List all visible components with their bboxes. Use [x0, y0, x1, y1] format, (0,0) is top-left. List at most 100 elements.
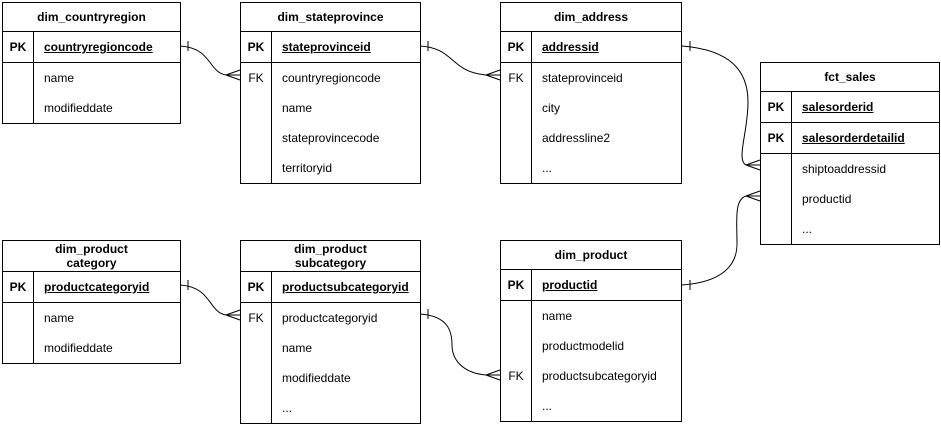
table-row: PK salesorderdetailid [761, 123, 939, 154]
connector-category-subcategory[interactable] [179, 280, 241, 321]
cardinality-many-foot [485, 69, 501, 81]
connector-subcategory-product[interactable] [419, 309, 501, 381]
cardinality-many-foot [745, 159, 761, 171]
field-name: stateprovincecode [282, 131, 380, 145]
field-name: addressid [542, 40, 599, 54]
key-label [3, 333, 34, 363]
key-label: PK [501, 32, 532, 62]
key-label [501, 301, 532, 331]
field-name: shiptoaddressid [802, 162, 887, 176]
table-dim-stateprovince[interactable]: dim_stateprovince PK stateprovinceid FK … [240, 2, 421, 184]
table-row: PK salesorderid [761, 92, 939, 123]
key-label: PK [3, 272, 34, 302]
table-row: productid [761, 184, 939, 214]
key-label: FK [501, 361, 532, 391]
table-row: name [241, 333, 420, 363]
field-name: ... [542, 161, 553, 175]
field-name: ... [802, 222, 813, 236]
key-label [3, 303, 34, 333]
table-row: shiptoaddressid [761, 154, 939, 184]
key-label: PK [3, 32, 34, 62]
table-row: addressline2 [501, 123, 681, 153]
table-row: PK productcategoryid [3, 272, 180, 303]
table-row: territoryid [241, 153, 420, 183]
table-title: dim_address [501, 3, 681, 32]
table-title: dim_countryregion [3, 3, 180, 32]
connector-line [179, 284, 227, 316]
key-label [501, 331, 532, 361]
field-name: salesorderid [802, 100, 874, 114]
connector-line [681, 45, 749, 166]
key-label [241, 153, 272, 183]
table-title: dim_product [501, 241, 681, 270]
table-fct-sales[interactable]: fct_sales PK salesorderid PK salesorderd… [760, 62, 940, 245]
field-name: stateprovinceid [542, 71, 623, 85]
key-label: PK [241, 32, 272, 62]
key-label [501, 391, 532, 421]
table-row: stateprovincecode [241, 123, 420, 153]
key-label: PK [241, 272, 272, 302]
connector-line [419, 313, 487, 376]
table-row: ... [501, 391, 681, 421]
table-row: FK stateprovinceid [501, 63, 681, 93]
connector-stateprovince-address[interactable] [419, 41, 501, 81]
table-row: ... [241, 393, 420, 423]
field-name: salesorderdetailid [802, 131, 905, 145]
table-row: modifieddate [241, 363, 420, 393]
table-row: PK addressid [501, 32, 681, 63]
table-title: fct_sales [761, 63, 939, 92]
table-row: modifieddate [3, 93, 180, 123]
connector-line [179, 45, 227, 76]
field-name: city [542, 101, 560, 115]
field-name: productcategoryid [282, 311, 378, 325]
table-row: name [241, 93, 420, 123]
table-title: dim_product category [3, 241, 180, 272]
table-row: PK productid [501, 270, 681, 301]
field-name: productcategoryid [44, 280, 150, 294]
table-row: name [3, 63, 180, 93]
table-dim-product[interactable]: dim_product PK productid name productmod… [500, 240, 682, 422]
key-label: FK [241, 63, 272, 93]
table-dim-address[interactable]: dim_address PK addressid FK stateprovinc… [500, 2, 682, 184]
connector-countryregion-stateprovince[interactable] [179, 41, 241, 81]
key-label [241, 393, 272, 423]
table-row: productmodelid [501, 331, 681, 361]
key-label [761, 184, 792, 214]
key-label [501, 93, 532, 123]
table-row: name [3, 303, 180, 333]
table-title: dim_product subcategory [241, 241, 420, 272]
key-label: PK [761, 92, 792, 122]
field-name: name [542, 309, 573, 323]
field-name: addressline2 [542, 131, 611, 145]
key-label [761, 154, 792, 184]
field-name: name [282, 101, 313, 115]
key-label [3, 93, 34, 123]
field-name: countryregioncode [44, 40, 153, 54]
connector-line [681, 195, 747, 286]
connector-product-fctsales[interactable] [681, 190, 761, 290]
field-name: name [282, 341, 313, 355]
field-name: name [44, 71, 75, 85]
table-row: FK countryregioncode [241, 63, 420, 93]
table-dim-product-category[interactable]: dim_product category PK productcategoryi… [2, 240, 181, 364]
connector-address-fctsales[interactable] [681, 41, 761, 171]
table-dim-product-subcategory[interactable]: dim_product subcategory PK productsubcat… [240, 240, 421, 424]
key-label [241, 363, 272, 393]
cardinality-many-foot [225, 69, 241, 81]
table-dim-countryregion[interactable]: dim_countryregion PK countryregioncode n… [2, 2, 181, 124]
table-row: PK stateprovinceid [241, 32, 420, 63]
field-name: modifieddate [44, 101, 113, 115]
table-row: city [501, 93, 681, 123]
table-title: dim_stateprovince [241, 3, 420, 32]
key-label [3, 63, 34, 93]
key-label [241, 333, 272, 363]
field-name: productmodelid [542, 339, 625, 353]
key-label [241, 93, 272, 123]
field-name: territoryid [282, 161, 333, 175]
field-name: modifieddate [44, 341, 113, 355]
key-label: PK [501, 270, 532, 300]
key-label: FK [501, 63, 532, 93]
cardinality-many-foot [745, 190, 761, 202]
table-row: FK productcategoryid [241, 303, 420, 333]
